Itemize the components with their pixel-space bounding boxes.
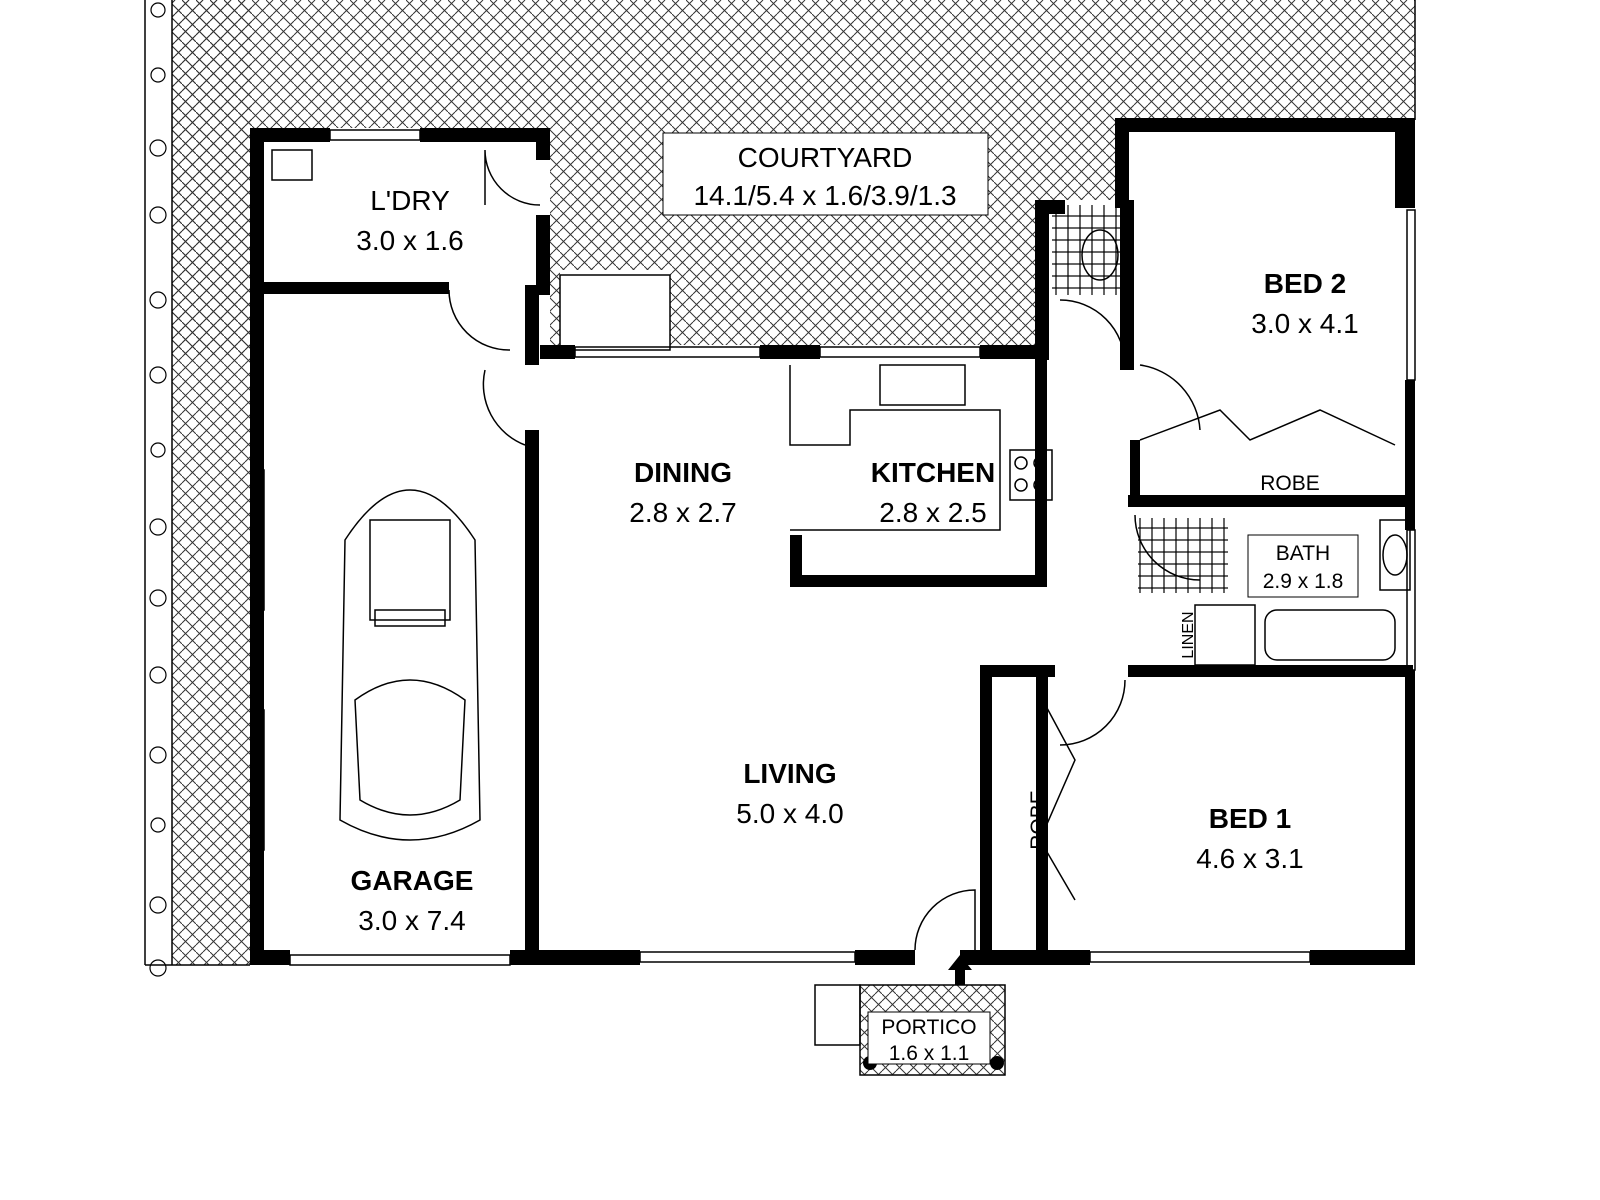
bathtub [1264,609,1396,661]
bath-name: BATH [1276,542,1330,565]
laundry-tub [271,149,313,181]
car-icon [339,489,481,841]
garage-dims: 3.0 x 7.4 [358,905,465,936]
linen-label: LINEN [1180,611,1197,658]
garage-name: GARAGE [351,865,474,896]
steps-portico [814,984,861,1046]
courtyard-label-box [662,132,989,216]
laundry-name: L'DRY [370,185,450,216]
toilet [1081,229,1119,281]
doors [448,149,1396,951]
bath-floor [1138,518,1228,593]
living-dims: 5.0 x 4.0 [736,798,843,829]
shower [1194,604,1256,666]
dining-dims: 2.8 x 2.7 [629,497,736,528]
walls [250,118,1415,965]
courtyard-dims: 14.1/5.4 x 1.6/3.9/1.3 [693,180,956,211]
steps-courtyard [559,274,671,351]
vanity [1379,519,1411,591]
toilet-floor [1052,205,1127,295]
bed2-dims: 3.0 x 4.1 [1251,308,1358,339]
portico-dims: 1.6 x 1.1 [889,1042,970,1065]
bed1-name: BED 1 [1209,803,1291,834]
entry-arrow-icon [948,955,972,985]
garden-plants [149,2,167,977]
bed1-dims: 4.6 x 3.1 [1196,843,1303,874]
kitchen-name: KITCHEN [871,457,995,488]
kitchen-sink [879,364,966,406]
living-name: LIVING [743,758,836,789]
bed2-name: BED 2 [1264,268,1346,299]
portico-name: PORTICO [881,1016,976,1039]
windows [255,129,1416,966]
courtyard-name: COURTYARD [738,142,913,173]
cooktop [1009,449,1053,501]
robe-bed1-label: ROBE [1027,790,1050,850]
kitchen-dims: 2.8 x 2.5 [879,497,986,528]
robe-bed2-label: ROBE [1260,472,1320,495]
laundry-dims: 3.0 x 1.6 [356,225,463,256]
bath-dims: 2.9 x 1.8 [1263,570,1344,593]
dining-name: DINING [634,457,732,488]
